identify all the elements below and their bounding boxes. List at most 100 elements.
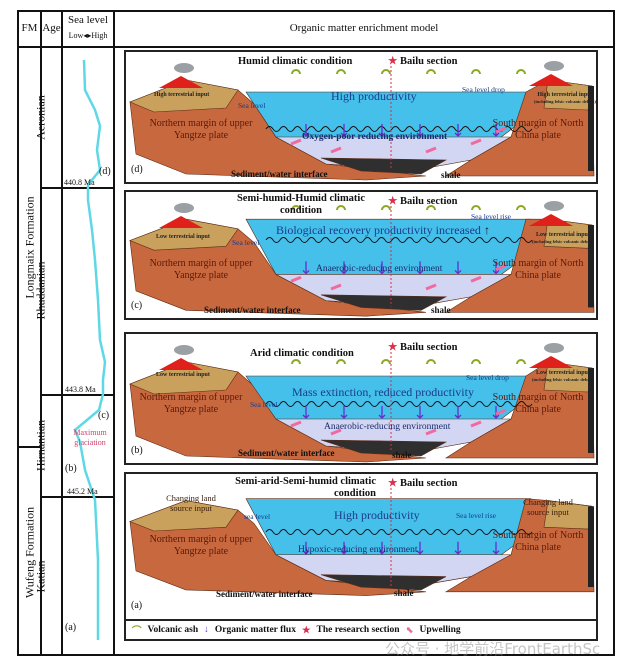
organic-flux-icon — [378, 406, 386, 419]
upwelling-icon — [470, 138, 482, 146]
volcano-icon — [159, 358, 203, 370]
legend-ash: Volcanic ash — [147, 625, 199, 635]
left-plate-label: Northern margin of upper Yangtze plate — [149, 118, 253, 141]
scale-low: Low — [68, 31, 84, 40]
right-input-label: High terrestrial input(including felsic … — [534, 92, 596, 106]
header-fm: FM — [21, 22, 38, 34]
shale-label: shale — [392, 450, 412, 460]
sea-level-change-label: Sea level drop — [462, 85, 505, 94]
age-katian: Katian — [33, 560, 48, 593]
stage-b-marker: (b) — [65, 463, 77, 474]
volcanic-ash-icon — [471, 205, 481, 211]
organic-flux-icon — [416, 541, 424, 555]
volcanic-ash-icon — [516, 205, 526, 211]
watermark: 公众号 · 地学前沿FrontEarthSc — [385, 640, 601, 658]
organic-flux-icon — [378, 541, 386, 555]
organic-flux-icon — [416, 406, 424, 419]
stage-d-marker: (d) — [99, 166, 111, 177]
sea-level-label: Sea level — [238, 101, 266, 110]
organic-flux-icon — [340, 406, 348, 419]
shale-layer — [320, 157, 448, 175]
environment-label: Hypoxic-reducing environment — [298, 545, 418, 555]
left-plate-label: Northern margin of upper Yangtze plate — [139, 392, 243, 415]
table-border — [17, 10, 615, 12]
volcano-icon — [529, 356, 573, 368]
volcano-icon — [159, 216, 203, 228]
sea-level-label: Sea level — [232, 238, 260, 247]
age-boundary — [41, 394, 114, 396]
plate-edge — [588, 86, 594, 171]
table-border — [61, 10, 63, 656]
volcanic-ash-icon — [291, 69, 301, 75]
section-name: Bailu section — [400, 478, 458, 489]
shale-label: shale — [441, 170, 461, 180]
organic-flux-icon — [302, 541, 310, 555]
arrow-up-icon: ↑ — [483, 223, 490, 237]
volcanic-cloud-icon — [544, 343, 564, 353]
upwelling-icon — [470, 275, 482, 283]
volcanic-ash-icon — [336, 69, 346, 75]
header-model: Organic matter enrichment model — [289, 22, 439, 34]
volcanic-cloud-icon — [174, 345, 194, 355]
panel-d-diagram — [129, 61, 595, 181]
volcanic-ash-icon — [471, 359, 481, 365]
panel-b: Arid climatic condition ★ Bailu section … — [124, 332, 598, 465]
upwelling-icon — [495, 126, 507, 134]
volcanic-cloud-icon — [174, 203, 194, 213]
volcanic-ash-icon — [471, 69, 481, 75]
right-input-text: High terrestrial input — [537, 92, 593, 98]
table-border — [17, 10, 19, 656]
volcanic-cloud-icon — [544, 201, 564, 211]
sea-level-label: sea level — [244, 512, 271, 521]
age-label-440: 440.8 Ma — [64, 178, 95, 187]
panel-c: Semi-humid-Humid climatic condition ★ Ba… — [124, 190, 598, 320]
panel-b-diagram — [129, 343, 595, 463]
glaciation-label: Maximum glaciation — [73, 428, 107, 448]
volcanic-ash-icon — [516, 359, 526, 365]
age-aeronian: Aeronian — [33, 95, 48, 140]
table-border — [613, 10, 615, 656]
volcanic-ash-icon: ⌒ — [132, 627, 142, 637]
productivity-label: Mass extinction, reduced productivity — [292, 385, 474, 399]
plate-edge — [588, 506, 594, 588]
shale-layer — [320, 294, 448, 311]
upwelling-icon — [330, 428, 342, 436]
sea-level-line — [73, 59, 107, 640]
organic-flux-icon — [416, 261, 424, 275]
star-icon: ★ — [388, 196, 398, 207]
organic-flux-icon — [378, 124, 386, 137]
legend: ⌒Volcanic ash ↓Organic matter flux ★The … — [126, 619, 596, 639]
volcanic-ash-icon — [336, 359, 346, 365]
organic-flux-icon — [454, 261, 462, 275]
right-input-note: (including felsic volcanic debris) — [534, 98, 596, 104]
shale-layer — [320, 574, 447, 591]
volcanic-ash-icon — [291, 205, 301, 211]
panel-a: Semi-arid-Semi-humid climatic condition … — [124, 472, 598, 641]
double-arrow-icon: ◂▸ — [83, 31, 92, 40]
star-icon: ★ — [301, 625, 311, 636]
section-name: Bailu section — [400, 342, 458, 353]
left-input-label: High terrestrial input — [154, 92, 210, 98]
sea-level-wave — [265, 529, 533, 535]
volcanic-ash-icon — [426, 69, 436, 75]
table-border — [113, 10, 115, 656]
plate-edge — [588, 224, 594, 308]
volcanic-ash-icon — [291, 359, 301, 365]
left-plate-label: Northern margin of upper Yangtze plate — [149, 534, 253, 557]
volcanic-ash-icon — [381, 69, 391, 75]
organic-flux-icon — [492, 124, 500, 137]
organic-flux-icon — [454, 541, 462, 555]
volcano-icon — [159, 76, 203, 88]
upwelling-icon — [470, 420, 482, 428]
organic-flux-icon — [302, 261, 310, 275]
organic-flux-icon — [492, 406, 500, 419]
stage-a-marker: (a) — [65, 622, 77, 633]
star-icon: ★ — [388, 342, 398, 353]
age-rhuddanian: Rhuddanian — [33, 261, 48, 320]
header-sea-level: Sea level — [67, 14, 108, 26]
right-input-note: (including felsic volcanic debris) — [532, 376, 594, 382]
right-input-text: Low terrestrial input — [535, 232, 590, 238]
upwelling-icon — [495, 264, 507, 271]
organic-flux-icon — [340, 124, 348, 137]
